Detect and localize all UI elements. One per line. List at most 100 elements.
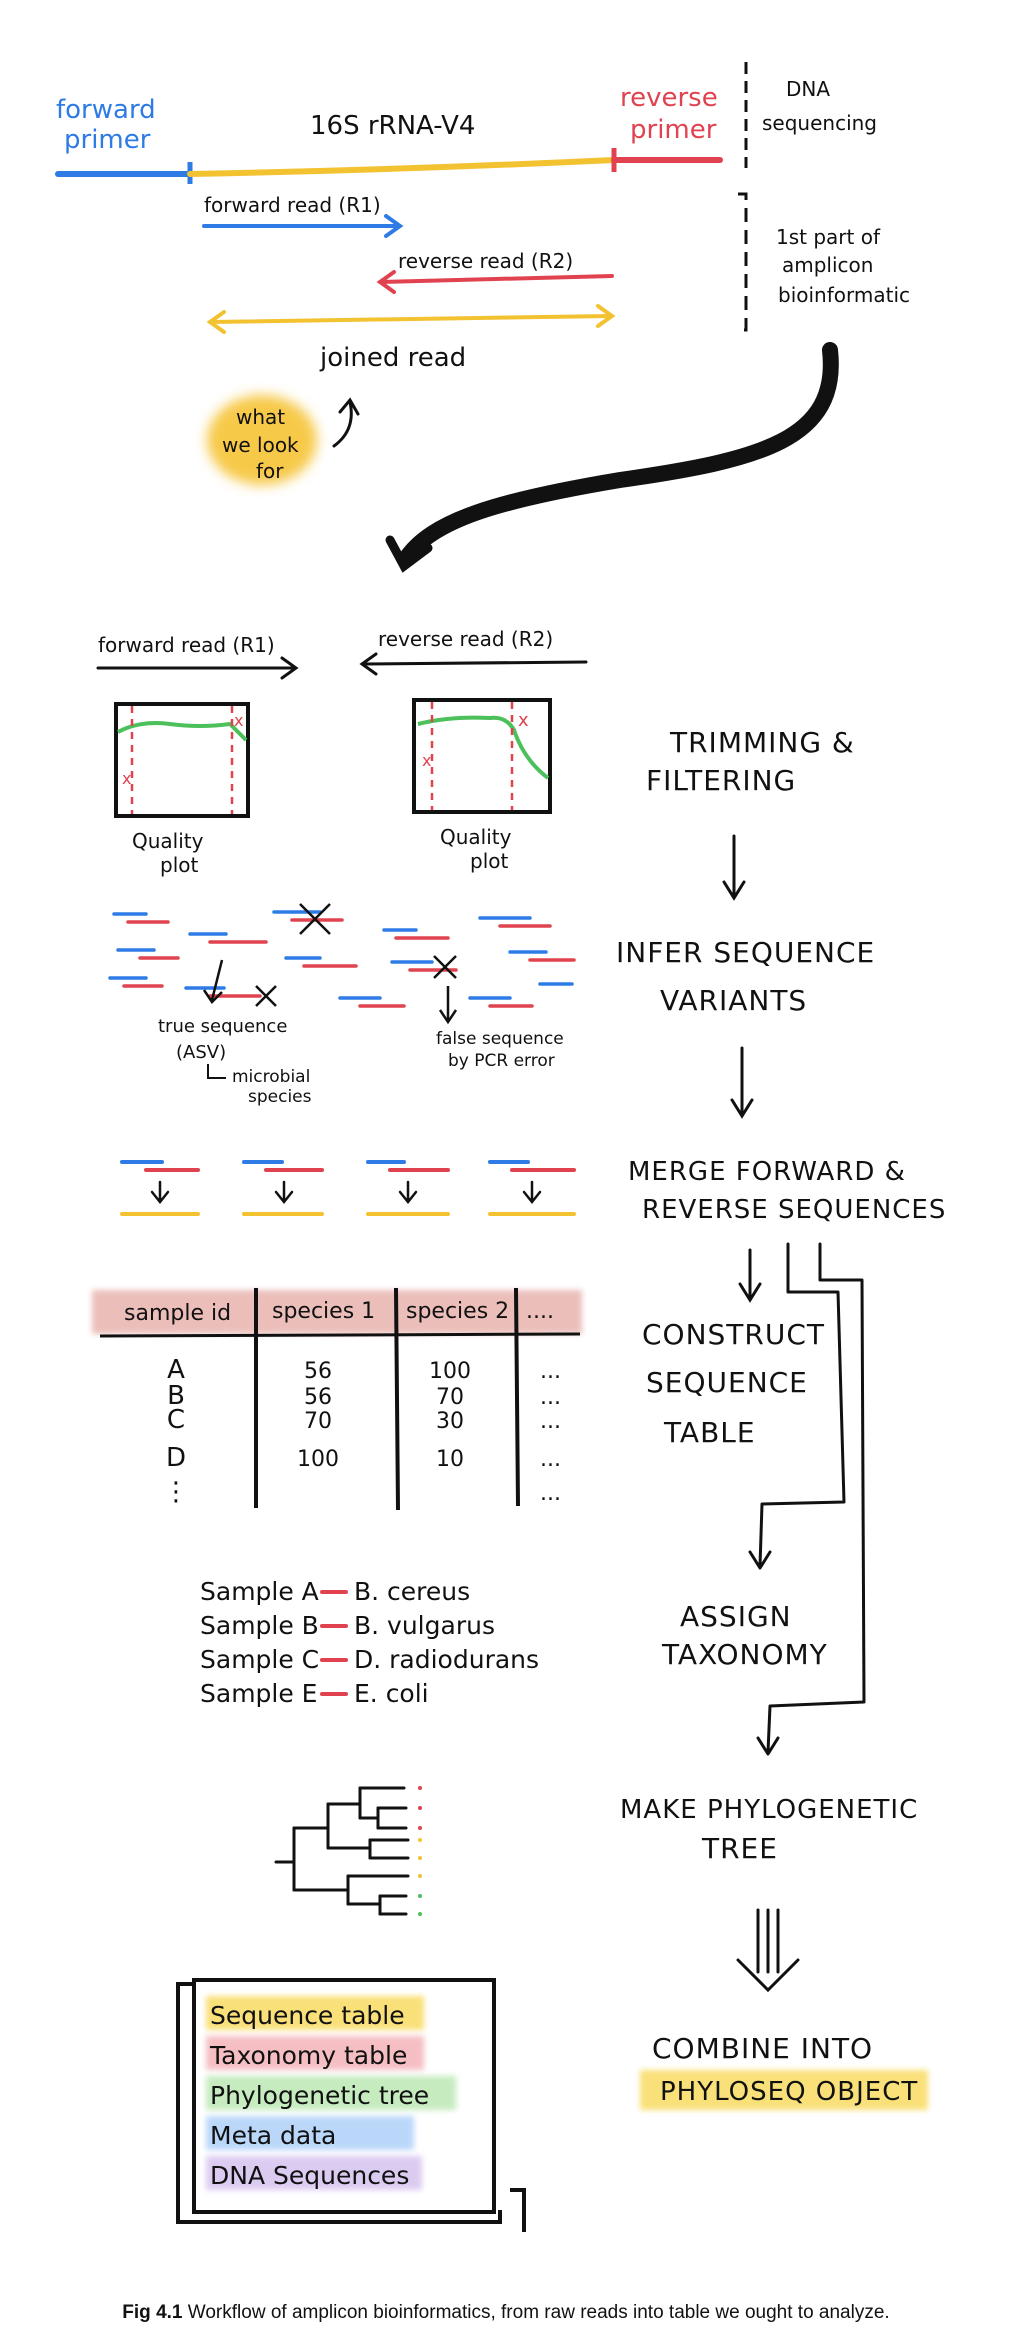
- table-cell: ...: [540, 1447, 561, 1472]
- step-merge-2: REVERSE SEQUENCES: [642, 1195, 946, 1225]
- variants-section: true sequence (ASV) microbial species fa…: [108, 903, 576, 1107]
- arrow-merge-to-construct: [738, 1248, 762, 1303]
- table-cell: ...: [540, 1385, 561, 1410]
- false-read-cross-3: [433, 955, 457, 979]
- step-construct-1: CONSTRUCT: [642, 1318, 825, 1351]
- table-header-species-2: species 2: [406, 1299, 509, 1324]
- merge-section: [120, 1160, 576, 1216]
- microbial-label: microbial: [232, 1067, 310, 1087]
- arrow-infer-to-merge: [730, 1046, 754, 1119]
- table-header-species-1: species 1: [272, 1299, 375, 1324]
- bioinfo-label-3: bioinformatic: [778, 283, 910, 307]
- table-cell: 70: [304, 1409, 332, 1434]
- joined-read-label: joined read: [319, 343, 466, 373]
- forward-quality-plot: [114, 702, 250, 818]
- table-cell: 10: [436, 1447, 464, 1472]
- quality-section: forward read (R1) reverse read (R2) x x …: [96, 627, 588, 877]
- pcr-error-label: by PCR error: [448, 1051, 555, 1071]
- table-cell: C: [167, 1405, 185, 1435]
- taxonomy-sample: Sample C: [200, 1645, 319, 1674]
- false-seq-arrow: [438, 986, 458, 1025]
- phyloseq-item-highlight: [206, 2036, 424, 2070]
- step-trimming-2: FILTERING: [646, 764, 796, 797]
- look-for-arrow: [332, 397, 360, 448]
- read-fragments: [108, 910, 576, 1008]
- table-cell: ...: [540, 1481, 561, 1506]
- forward-read-label: forward read (R1): [204, 193, 381, 217]
- forward-primer-label-2: primer: [64, 125, 151, 155]
- false-read-cross-2: [255, 985, 277, 1007]
- forward-quality-label: Quality: [132, 829, 204, 853]
- big-curved-arrow: [397, 342, 839, 568]
- false-read-cross-1: [299, 903, 331, 935]
- joined-read-arrow: [206, 304, 616, 334]
- table-col-rule-2: [394, 1287, 400, 1511]
- step-assign-1: ASSIGN: [680, 1600, 792, 1633]
- bioinfo-bracket: [738, 192, 748, 332]
- forward-primer-label: forward: [56, 95, 156, 125]
- table-cell: ...: [540, 1409, 561, 1434]
- caption-label: Fig 4.1: [122, 2302, 183, 2323]
- step-combine-2: PHYLOSEQ OBJECT: [660, 2077, 918, 2107]
- false-sequence-label: false sequence: [436, 1029, 564, 1049]
- reverse-quality-label: Quality: [440, 825, 512, 849]
- triple-arrow: [736, 1908, 800, 1993]
- region-label: 16S rRNA-V4: [310, 111, 475, 141]
- reverse-quality-curve: [417, 715, 550, 780]
- quality-reverse-arrow: [359, 652, 588, 676]
- forward-x-right: x: [234, 711, 243, 730]
- arrow-to-tree-pipe: [756, 1242, 866, 1756]
- amplicon-section: forward primer 16S rRNA-V4 reverse prime…: [55, 62, 910, 573]
- microbial-pointer: [207, 1064, 226, 1079]
- asv-label: (ASV): [176, 1042, 226, 1063]
- table-cell: A: [167, 1355, 185, 1385]
- tree-leaf-dots: [418, 1786, 422, 1916]
- phyloseq-item-label: Taxonomy table: [209, 2041, 407, 2070]
- arrow-trim-to-infer: [722, 834, 746, 901]
- reverse-plot-label: plot: [470, 849, 508, 873]
- quality-forward-label: forward read (R1): [98, 633, 275, 657]
- step-merge-1: MERGE FORWARD &: [628, 1157, 906, 1187]
- taxonomy-species: D. radiodurans: [354, 1645, 539, 1674]
- step-assign-2: TAXONOMY: [661, 1638, 828, 1671]
- phyloseq-item-label: DNA Sequences: [210, 2161, 409, 2190]
- step-infer-1: INFER SEQUENCE: [616, 936, 875, 969]
- reverse-x-left: x: [422, 751, 431, 770]
- phyloseq-item-highlight: [206, 2116, 414, 2150]
- quality-reverse-label: reverse read (R2): [378, 627, 553, 651]
- true-seq-arrow: [202, 959, 224, 1004]
- what-label: what: [236, 405, 285, 429]
- phyloseq-item-highlight: [206, 2076, 456, 2110]
- big-arrow-head: [385, 535, 433, 573]
- caption-text: Workflow of amplicon bioinformatics, fro…: [187, 2302, 890, 2323]
- true-sequence-label: true sequence: [158, 1016, 287, 1037]
- step-tree-1: MAKE PHYLOGENETIC: [620, 1795, 918, 1825]
- table-cell: 56: [304, 1359, 332, 1384]
- table-cell: 70: [436, 1385, 464, 1410]
- figure-caption: Fig 4.1 Workflow of amplicon bioinformat…: [0, 2302, 1012, 2324]
- forward-x-left: x: [122, 769, 131, 788]
- reverse-read-label: reverse read (R2): [398, 249, 573, 273]
- forward-read-arrow: [202, 214, 404, 238]
- step-combine-1: COMBINE INTO: [652, 2032, 873, 2065]
- sequencing-label: sequencing: [762, 111, 877, 135]
- highlight-blob: [207, 395, 317, 485]
- for-label: for: [256, 459, 284, 483]
- phyloseq-inner-box: [192, 1978, 496, 2214]
- reverse-primer-label: reverse: [620, 83, 718, 113]
- table-cell: ...: [540, 1359, 561, 1384]
- phyloseq-item-label: Phylogenetic tree: [210, 2081, 429, 2110]
- taxonomy-species: E. coli: [354, 1679, 429, 1708]
- table-cell: 100: [297, 1447, 339, 1472]
- taxonomy-sample: Sample B: [200, 1611, 319, 1640]
- table-cell: 100: [429, 1359, 471, 1384]
- taxonomy-sample: Sample A: [200, 1577, 319, 1606]
- phyloseq-item-highlight: [206, 2156, 422, 2190]
- phyloseq-item-label: Sequence table: [210, 2001, 405, 2030]
- table-cell: B: [167, 1381, 185, 1411]
